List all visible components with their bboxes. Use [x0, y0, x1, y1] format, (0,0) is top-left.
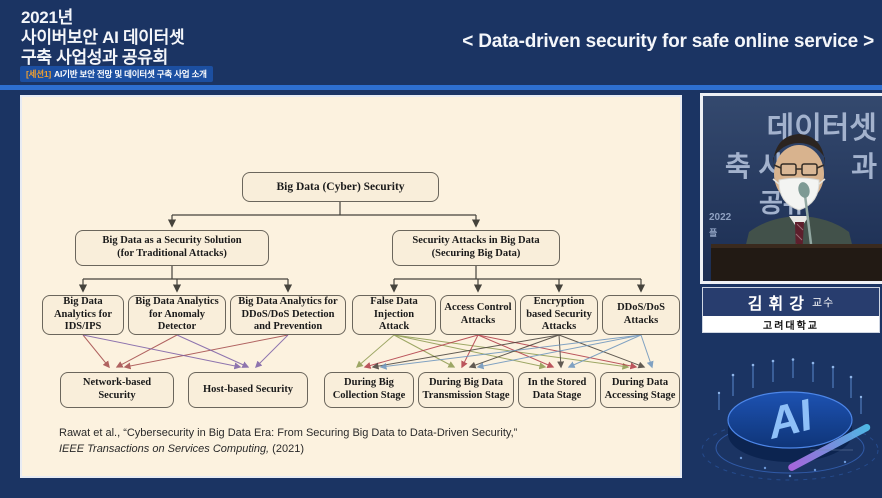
node-big-data-cyber-security: Big Data (Cyber) Security	[242, 172, 439, 202]
node-analytics-ids-ips: Big Data Analytics for IDS/IPS	[42, 295, 124, 335]
header-accent-line	[0, 85, 882, 90]
citation: Rawat et al., “Cybersecurity in Big Data…	[59, 425, 517, 457]
speaker-name: 김휘강	[747, 296, 810, 313]
presentation-slide: Big Data (Cyber) Security Big Data as a …	[20, 95, 682, 478]
node-analytics-ddos: Big Data Analytics for DDoS/DoS Detectio…	[230, 295, 346, 335]
event-title-line2: 사이버보안 AI 데이터셋	[21, 28, 185, 47]
node-accessing-stage: During Data Accessing Stage	[600, 372, 680, 408]
event-title-line3: 구축 사업성과 공유회	[21, 48, 168, 67]
speaker-affiliation: 고려대학교	[703, 316, 879, 332]
node-collection-stage: During Big Collection Stage	[324, 372, 414, 408]
session-badge-text: AI기반 보안 전망 및 데이터셋 구축 사업 소개	[54, 69, 207, 79]
node-stored-data-stage: In the Stored Data Stage	[518, 372, 596, 408]
slide-title: < Data-driven security for safe online s…	[462, 31, 874, 52]
podium	[711, 244, 882, 281]
diagram-connectors	[78, 202, 654, 370]
citation-journal: IEEE Transactions on Services Computing,	[59, 443, 270, 455]
citation-line1: Rawat et al., “Cybersecurity in Big Data…	[59, 427, 518, 439]
node-access-control-attacks: Access Control Attacks	[440, 295, 516, 335]
node-network-based-security: Network-based Security	[60, 372, 174, 408]
node-host-based-security: Host-based Security	[188, 372, 308, 408]
speaker-title: 교수	[811, 297, 835, 309]
node-analytics-anomaly: Big Data Analytics for Anomaly Detector	[128, 295, 226, 335]
banner-text-small1: 2022	[709, 212, 732, 223]
glasses-icon	[773, 163, 825, 176]
node-ddos-dos-attacks: DDoS/DoS Attacks	[602, 295, 680, 335]
speaker-name-badge: 김휘강 교수 고려대학교	[702, 287, 880, 333]
speaker-illustration: 데이터셋 축 사 과 공유 2022 플	[703, 96, 882, 281]
session-badge: [세션1]AI기반 보안 전망 및 데이터셋 구축 사업 소개	[20, 66, 213, 82]
ai-coin-graphic: AI	[695, 358, 882, 498]
event-title: 2021년 사이버보안 AI 데이터셋 구축 사업성과 공유회	[21, 8, 185, 68]
banner-text-small2: 플	[709, 228, 717, 238]
event-title-line1: 2021년	[21, 8, 73, 27]
speaker-video-feed: 데이터셋 축 사 과 공유 2022 플	[700, 93, 882, 284]
face-mask-icon	[772, 177, 826, 211]
citation-line2: IEEE Transactions on Services Computing,…	[59, 441, 517, 457]
node-encryption-attacks: Encryption based Security Attacks	[520, 295, 598, 335]
node-transmission-stage: During Big Data Transmission Stage	[418, 372, 514, 408]
microphone-icon	[798, 182, 813, 245]
speaker-figure	[711, 134, 882, 281]
session-badge-prefix: [세션1]	[26, 69, 52, 79]
citation-year: (2021)	[269, 443, 304, 455]
ai-coin-icon: AI	[701, 358, 879, 481]
speaker-name-band: 김휘강 교수	[703, 288, 879, 316]
banner-text-line2-right: 과	[851, 151, 877, 182]
node-security-solution: Big Data as a Security Solution (for Tra…	[75, 230, 269, 266]
node-false-data-injection: False Data Injection Attack	[352, 295, 436, 335]
node-security-attacks: Security Attacks in Big Data (Securing B…	[392, 230, 560, 266]
